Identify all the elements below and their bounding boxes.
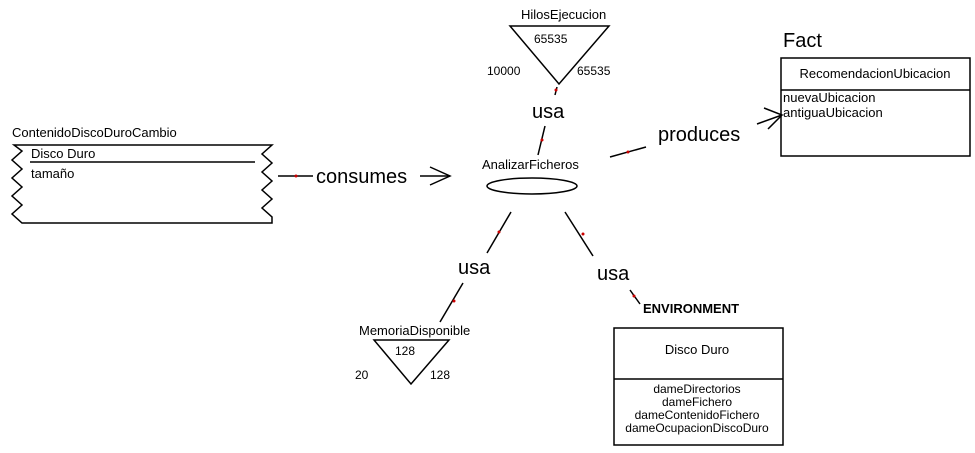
usa-right-relation[interactable]: usa [564,211,641,305]
produces-arrowhead [763,107,784,130]
produces-relation[interactable]: produces [609,107,784,158]
environment-stereotype: ENVIRONMENT [643,301,739,316]
consumes-label: consumes [316,166,407,188]
task-node[interactable]: AnalizarFicheros [482,157,579,195]
fact-name: RecomendacionUbicacion [799,66,950,81]
link-marker [452,299,456,303]
environment-node[interactable]: ENVIRONMENT Disco Duro dameDirectorios d… [613,301,784,446]
link-marker [540,138,544,142]
event-box-outline [10,144,274,224]
usa-top-label: usa [532,101,565,123]
usa-right-label: usa [597,263,630,285]
memory-triangle [372,339,451,386]
threads-triangle [508,25,611,86]
usa-left-line-lower [439,282,464,323]
task-name: AnalizarFicheros [482,157,579,172]
produces-label: produces [658,124,740,146]
link-marker [554,88,558,92]
fact-node[interactable]: Fact RecomendacionUbicacion nuevaUbicaci… [780,30,971,157]
consumes-arrowhead [429,166,452,186]
usa-right-line-upper [564,211,594,257]
usa-left-relation[interactable]: usa [439,211,512,323]
fact-attribute: nuevaUbicacion [783,90,876,105]
link-marker [626,150,630,154]
threads-max: 65535 [577,64,611,78]
produces-line-right [756,114,783,125]
link-marker [632,294,636,298]
link-marker [581,232,585,236]
task-ellipse [486,177,578,195]
environment-method: dameFichero [662,395,732,409]
threads-min: 10000 [487,64,521,78]
threads-resource[interactable]: HilosEjecucion 65535 10000 65535 [487,7,611,86]
event-title: ContenidoDiscoDuroCambio [12,125,177,140]
memory-min: 20 [355,368,369,382]
environment-method: dameContenidoFichero [635,408,760,422]
usa-left-label: usa [458,257,491,279]
fact-attribute: antiguaUbicacion [783,105,883,120]
memory-value: 128 [395,344,415,358]
environment-method: dameDirectorios [653,382,740,396]
fact-box [780,57,971,157]
event-node[interactable]: ContenidoDiscoDuroCambio Disco Duro tama… [10,125,274,224]
link-marker [497,230,501,234]
memory-name: MemoriaDisponible [359,323,470,338]
environment-method: dameOcupacionDiscoDuro [625,421,769,435]
memory-max: 128 [430,368,450,382]
event-attribute: Disco Duro [31,146,95,161]
event-attribute: tamaño [31,166,74,181]
usa-top-relation[interactable]: usa [532,86,565,156]
fact-stereotype: Fact [783,30,822,52]
link-marker [294,174,298,178]
environment-name: Disco Duro [665,342,729,357]
threads-name: HilosEjecucion [521,7,606,22]
environment-box [613,327,784,446]
memory-resource[interactable]: MemoriaDisponible 128 20 128 [355,323,470,386]
consumes-relation[interactable]: consumes [278,166,452,188]
threads-value: 65535 [534,32,568,46]
